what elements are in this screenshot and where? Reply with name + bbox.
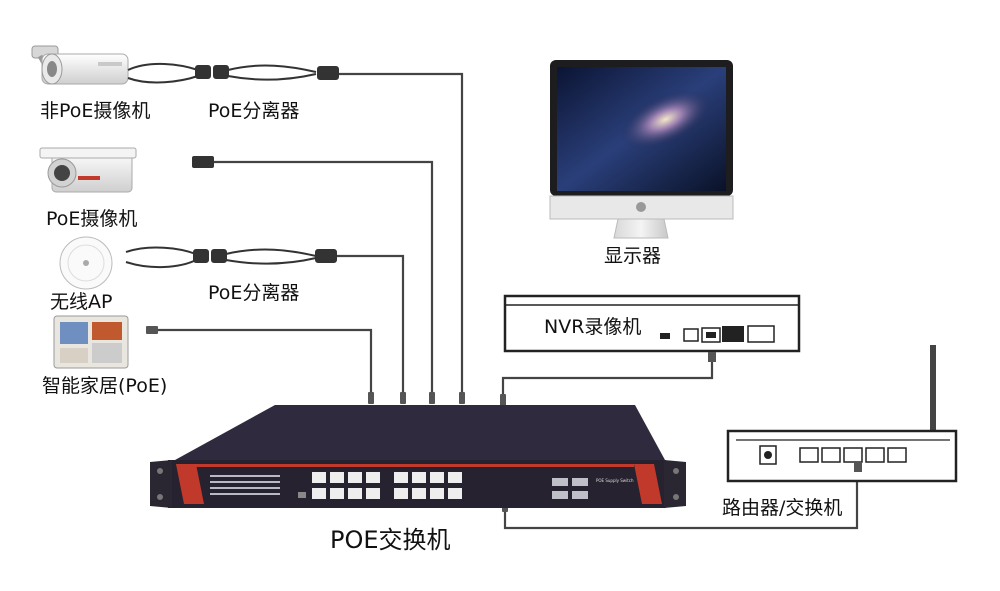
poe-switch-icon — [150, 405, 686, 508]
cable-poe-camera — [214, 160, 434, 395]
splitter-mid-label: PoE分离器 — [208, 282, 299, 304]
poe-switch-label: POE交换机 — [330, 526, 451, 554]
poe-camera-icon — [39, 147, 214, 193]
router-icon — [726, 345, 958, 483]
cable-splitter-top — [338, 72, 464, 395]
nvr-icon — [503, 294, 801, 362]
monitor-label: 显示器 — [604, 245, 661, 267]
splitter-top-icon — [127, 62, 339, 84]
nvr-label: NVR录像机 — [544, 316, 641, 338]
switch-connectors — [368, 392, 508, 512]
switch-faceplate-text: POE Supply Switch — [596, 478, 634, 483]
smart-home-panel-icon — [53, 315, 158, 369]
cables — [158, 72, 859, 530]
cable-nvr — [501, 355, 714, 397]
smart-home-label: 智能家居(PoE) — [42, 375, 167, 397]
splitter-top-label: PoE分离器 — [208, 100, 299, 122]
poe-camera-label: PoE摄像机 — [46, 208, 137, 230]
monitor-icon — [549, 60, 734, 239]
non-poe-camera-icon — [31, 45, 129, 85]
cable-router — [503, 470, 859, 530]
router-label: 路由器/交换机 — [722, 497, 842, 519]
splitter-mid-icon — [125, 246, 337, 269]
non-poe-camera-label: 非PoE摄像机 — [40, 100, 150, 122]
cable-splitter-mid — [336, 254, 405, 395]
cable-smart-home — [158, 328, 373, 395]
wireless-ap-label: 无线AP — [50, 291, 112, 313]
wireless-ap-icon — [59, 236, 113, 290]
